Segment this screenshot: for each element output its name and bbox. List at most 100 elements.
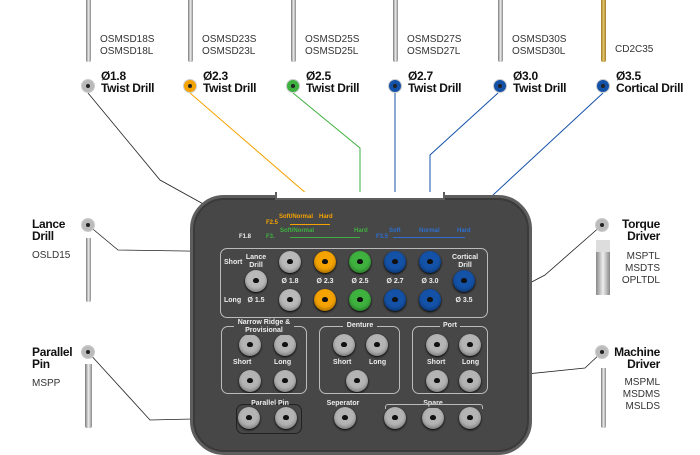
slot-long[interactable] <box>384 289 406 311</box>
size-label: Ø 2.7 <box>386 278 404 285</box>
machine-dot <box>595 345 609 359</box>
drill-codes: CD2C35 <box>615 44 654 55</box>
f25-label: F2.5 <box>266 220 279 226</box>
slot[interactable] <box>334 407 356 429</box>
denture-section <box>319 326 400 394</box>
drill-image <box>86 0 91 62</box>
drill-color-dot <box>81 79 95 93</box>
slot[interactable] <box>275 407 297 429</box>
f35-hard: Hard <box>457 228 471 234</box>
cortical-size-label: Ø 3.5 <box>455 297 473 304</box>
drill-color-dot <box>183 79 197 93</box>
slot[interactable] <box>274 334 296 356</box>
drill-panel <box>220 248 488 318</box>
size-label: Ø 2.5 <box>351 278 369 285</box>
f3-hard: Hard <box>354 228 368 234</box>
tray-notch <box>275 192 445 200</box>
port-short: Short <box>427 359 446 366</box>
slot-short[interactable] <box>279 251 301 273</box>
slot[interactable] <box>422 407 444 429</box>
lance-drill-image <box>86 238 91 302</box>
slot[interactable] <box>459 370 481 392</box>
slot[interactable] <box>333 334 355 356</box>
slot-short[interactable] <box>384 251 406 273</box>
f18-label: F1.8 <box>239 234 252 240</box>
size-label: Ø 1.8 <box>281 278 299 285</box>
size-label: Ø 3.0 <box>421 278 439 285</box>
drill-color-dot <box>286 79 300 93</box>
parallel-pin-label: Parallel Pin <box>251 400 289 407</box>
parallel-pin-section <box>236 404 302 434</box>
slot[interactable] <box>238 407 260 429</box>
port-label: Port <box>440 322 460 330</box>
slot-short[interactable] <box>314 251 336 273</box>
denture-long: Long <box>369 359 387 366</box>
slot-long[interactable] <box>419 289 441 311</box>
drill-color-dot <box>596 79 610 93</box>
slot[interactable] <box>239 334 261 356</box>
slot-lance-drill[interactable] <box>245 270 267 292</box>
port-long: Long <box>462 359 480 366</box>
f35-label: F3.5 <box>376 234 389 240</box>
slot-long[interactable] <box>314 289 336 311</box>
lance-dot <box>81 218 95 232</box>
drill-image <box>601 0 606 62</box>
f25-hard: Hard <box>319 214 333 220</box>
row-short-label: Short <box>224 259 243 266</box>
slot-short[interactable] <box>349 251 371 273</box>
drill-image <box>498 0 503 62</box>
slot-short[interactable] <box>419 251 441 273</box>
parallel-dot <box>81 345 95 359</box>
slot-long[interactable] <box>349 289 371 311</box>
drill-color-dot <box>388 79 402 93</box>
f3-label: F3. <box>266 234 275 240</box>
slot-long[interactable] <box>279 289 301 311</box>
slot[interactable] <box>459 407 481 429</box>
torque-dot <box>595 218 609 232</box>
f3-soft-normal: Soft/Normal <box>280 228 315 234</box>
f25-soft-normal: Soft/Normal <box>279 214 314 220</box>
denture-label: Denture <box>343 322 377 330</box>
f35-normal: Normal <box>419 228 440 234</box>
slot[interactable] <box>459 334 481 356</box>
slot[interactable] <box>239 370 261 392</box>
narrow-short: Short <box>233 359 252 366</box>
cortical-drill-label: Cortical Drill <box>451 254 479 269</box>
slot[interactable] <box>384 407 406 429</box>
slot[interactable] <box>366 334 388 356</box>
machine-driver-image <box>601 368 606 428</box>
seperator-label: Seperator <box>326 400 360 407</box>
lance-code: OSLD15 <box>32 250 71 261</box>
denture-short: Short <box>333 359 352 366</box>
drill-image <box>188 0 193 62</box>
slot[interactable] <box>426 334 448 356</box>
row-long-label: Long <box>224 297 242 304</box>
slot[interactable] <box>274 370 296 392</box>
drill-color-dot <box>493 79 507 93</box>
narrow-long: Long <box>274 359 292 366</box>
narrow-ridge-label: Narrow Ridge & Provisional <box>234 319 294 335</box>
f35-soft: Soft <box>389 228 401 234</box>
slot[interactable] <box>426 370 448 392</box>
size-label: Ø 2.3 <box>316 278 334 285</box>
drill-image <box>291 0 296 62</box>
slot[interactable] <box>346 370 368 392</box>
slot-cortical-drill[interactable] <box>453 270 475 292</box>
